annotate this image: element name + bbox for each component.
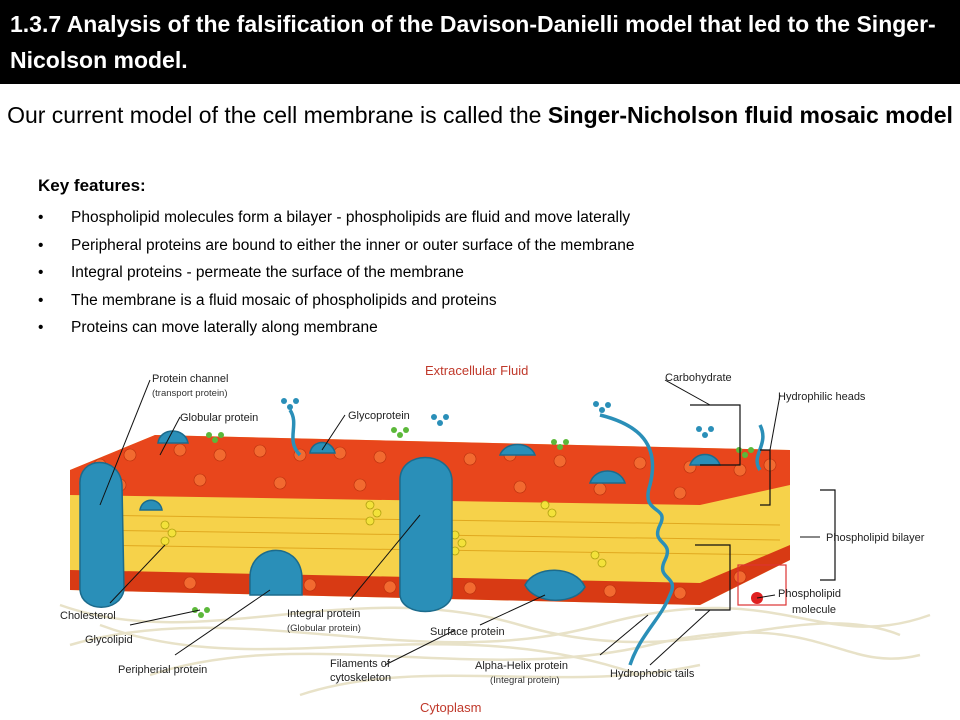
glycolipid-chains — [192, 427, 754, 618]
list-item-text: Peripheral proteins are bound to either … — [71, 236, 635, 254]
label-protein-channel: Protein channel — [152, 373, 228, 385]
list-item: • Integral proteins - permeate the surfac… — [38, 259, 635, 287]
slide-title: 1.3.7 Analysis of the falsification of t… — [10, 11, 936, 73]
label-protein-channel-sub: (transport protein) — [152, 388, 228, 399]
label-glycolipid: Glycolipid — [85, 634, 133, 646]
cell-membrane-diagram: Extracellular Fluid Protein channel (tra… — [59, 363, 931, 715]
label-globular-protein: Globular protein — [180, 412, 258, 424]
subtitle-model-name: Singer-Nicholson fluid mosaic model — [547, 102, 953, 128]
bullet: • — [38, 264, 44, 281]
label-peripherial-protein: Peripherial protein — [118, 664, 207, 676]
peripheral-protein — [249, 549, 303, 596]
label-cytoplasm: Cytoplasm — [420, 700, 481, 715]
label-carbohydrate: Carbohydrate — [665, 372, 732, 384]
key-features-list: • Phospholipid molecules form a bilayer -… — [38, 204, 635, 342]
diagram-labels: Extracellular Fluid Protein channel (tra… — [60, 363, 925, 715]
label-glycoprotein: Glycoprotein — [348, 410, 410, 422]
label-filaments-2: cytoskeleton — [330, 672, 391, 684]
label-extracellular-fluid: Extracellular Fluid — [425, 363, 528, 378]
label-phospholipid-1: Phospholipid — [778, 588, 841, 600]
bullet: • — [38, 236, 44, 254]
label-cholesterol: Cholesterol — [60, 610, 116, 622]
list-item-text: Integral proteins - permeate the surface… — [71, 264, 464, 281]
key-features-heading: Key features: — [38, 176, 146, 195]
integral-protein — [399, 456, 453, 613]
list-item-text: Proteins can move laterally along membra… — [71, 319, 378, 336]
glycoprotein-base — [309, 441, 336, 454]
bullet: • — [38, 209, 44, 226]
list-item-text: Phospholipid molecules form a bilayer - … — [71, 209, 631, 226]
subtitle-prefix: Our current model of the cell membrane i… — [7, 102, 548, 128]
list-item: • The membrane is a fluid mosaic of phosp… — [38, 287, 635, 315]
bullet: • — [38, 319, 44, 336]
label-integral-protein: Integral protein — [287, 608, 360, 620]
label-brackets — [690, 404, 836, 611]
cholesterol-molecules — [160, 500, 607, 568]
list-item: • Peripheral proteins are bound to either… — [38, 232, 635, 260]
protein-channel — [79, 461, 125, 608]
label-alpha-helix-sub: (Integral protein) — [490, 675, 560, 686]
label-hydrophobic-tails: Hydrophobic tails — [610, 668, 695, 680]
title-bar: 1.3.7 Analysis of the falsification of t… — [0, 0, 960, 84]
globular-protein — [157, 430, 189, 444]
list-item: • Proteins can move laterally along membr… — [38, 314, 635, 342]
slide-subtitle: Our current model of the cell membrane i… — [0, 98, 960, 132]
leader-lines — [99, 379, 820, 666]
label-surface-protein: Surface protein — [430, 626, 505, 638]
list-item-text: The membrane is a fluid mosaic of phosph… — [71, 291, 497, 309]
label-filaments-1: Filaments of — [330, 658, 391, 670]
label-alpha-helix: Alpha-Helix protein — [475, 660, 568, 672]
label-hydrophilic-heads: Hydrophilic heads — [778, 391, 866, 403]
cytoskeleton-filaments — [59, 603, 931, 697]
label-integral-protein-sub: (Globular protein) — [287, 623, 361, 634]
list-item: • Phospholipid molecules form a bilayer -… — [38, 204, 635, 232]
label-phospholipid-bilayer: Phospholipid bilayer — [826, 532, 925, 544]
bullet: • — [38, 291, 44, 309]
label-phospholipid-2: molecule — [792, 604, 836, 616]
proteins — [79, 430, 722, 613]
carbohydrate-chains — [281, 398, 714, 438]
alpha-helix-protein — [288, 409, 765, 666]
surface-protein — [524, 569, 586, 601]
